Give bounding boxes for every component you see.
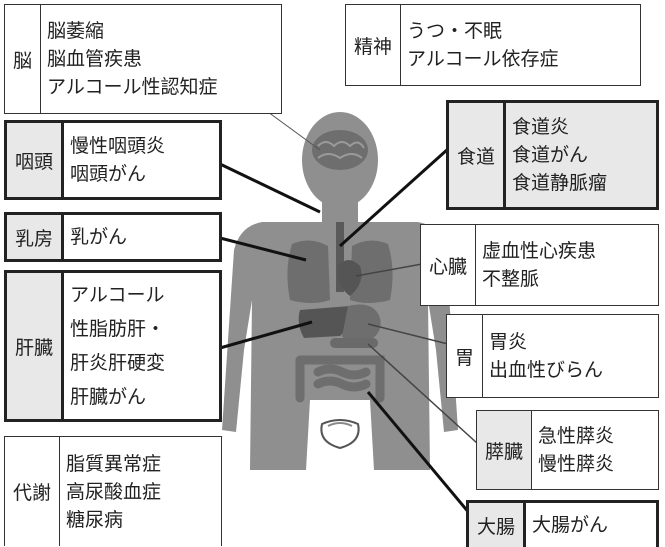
psyche-conditions: うつ・不眠 アルコール依存症 xyxy=(400,5,564,85)
esophagus-label: 食道 xyxy=(457,145,496,168)
brain-box: 脳 脳萎縮 脳血管疾患 アルコール性認知症 xyxy=(4,4,282,114)
pharynx-connector xyxy=(219,162,321,214)
condition-item: うつ・不眠 xyxy=(407,20,503,42)
colon-label: 大腸 xyxy=(477,515,516,538)
pharynx-conditions: 慢性咽頭炎 咽頭がん xyxy=(61,123,171,197)
condition-item: 咽頭がん xyxy=(70,163,147,185)
colon-connector xyxy=(366,391,472,515)
liver-conditions: アルコール 性脂肪肝・ 肝炎肝硬変 肝臓がん xyxy=(61,273,171,419)
right-lung xyxy=(350,240,393,303)
colon-conditions: 大腸がん xyxy=(523,503,656,547)
breast-label: 乳房 xyxy=(7,215,62,259)
condition-item: 虚血性心疾患 xyxy=(482,240,597,262)
pharynx-box: 咽頭 慢性咽頭炎 咽頭がん xyxy=(4,120,222,200)
condition-item: 脳血管疾患 xyxy=(47,48,143,70)
condition-item: 肝炎肝硬変 xyxy=(70,352,166,374)
condition-item: 急性膵炎 xyxy=(538,425,615,447)
brain-connector xyxy=(267,111,321,151)
metabolism-conditions: 脂質異常症 高尿酸血症 糖尿病 xyxy=(59,437,167,546)
brain-organ xyxy=(312,130,368,170)
liver-organ xyxy=(298,306,352,338)
condition-item: 脳萎縮 xyxy=(47,20,105,42)
esophagus-organ xyxy=(336,222,344,292)
colon-box: 大腸 大腸がん xyxy=(466,500,659,547)
condition-item: 出血性びらん xyxy=(489,359,604,381)
condition-item: 大腸がん xyxy=(532,514,609,536)
stomach-organ xyxy=(342,304,381,345)
condition-item: 胃炎 xyxy=(489,331,528,353)
metabolism-box: 代謝 脂質異常症 高尿酸血症 糖尿病 xyxy=(4,436,222,546)
liver-label: 肝臓 xyxy=(7,273,62,419)
condition-item: 慢性膵炎 xyxy=(538,453,615,475)
esophagus-connector xyxy=(338,138,460,248)
metabolism-label: 代謝 xyxy=(13,482,52,504)
heart-box: 心臓 虚血性心疾患 不整脈 xyxy=(420,224,659,306)
esophagus-box: 食道 食道炎 食道がん 食道静脈瘤 xyxy=(446,100,659,210)
condition-item: アルコール性認知症 xyxy=(47,76,218,98)
pancreas-organ xyxy=(330,338,378,348)
condition-item: 性脂肪肝・ xyxy=(70,318,166,340)
bladder-organ xyxy=(320,419,360,450)
breast-box: 乳房 乳がん xyxy=(4,212,222,262)
pancreas-box: 膵臓 急性膵炎 慢性膵炎 xyxy=(476,410,659,490)
stomach-conditions: 胃炎 出血性びらん xyxy=(482,315,609,397)
heart-organ xyxy=(337,260,362,296)
heart-conditions: 虚血性心疾患 不整脈 xyxy=(475,225,602,305)
condition-item: 脂質異常症 xyxy=(66,452,162,475)
pharynx-label: 咽頭 xyxy=(7,123,62,197)
stomach-box: 胃 胃炎 出血性びらん xyxy=(446,314,659,398)
condition-item: 肝臓がん xyxy=(70,386,147,408)
stomach-connector xyxy=(367,323,449,345)
condition-item: アルコール xyxy=(70,284,165,306)
psyche-box: 精神 うつ・不眠 アルコール依存症 xyxy=(345,4,641,86)
liver-box: 肝臓 アルコール 性脂肪肝・ 肝炎肝硬変 肝臓がん xyxy=(4,270,222,422)
condition-item: 慢性咽頭炎 xyxy=(70,135,166,157)
liver-connector xyxy=(219,320,313,350)
left-lung xyxy=(287,240,330,303)
breast-conditions: 乳がん xyxy=(61,215,133,259)
condition-item: 乳がん xyxy=(70,226,128,248)
psyche-label: 精神 xyxy=(354,35,393,58)
intestines-organ xyxy=(295,355,385,403)
heart-connector xyxy=(355,263,423,277)
heart-label: 心臓 xyxy=(429,255,468,278)
condition-item: 不整脈 xyxy=(482,268,540,290)
esophagus-conditions: 食道炎 食道がん 食道静脈瘤 xyxy=(503,103,613,207)
condition-item: 糖尿病 xyxy=(66,508,124,531)
pancreas-label: 膵臓 xyxy=(477,411,532,489)
brain-label: 脳 xyxy=(13,49,33,72)
pancreas-connector xyxy=(367,343,479,445)
breast-connector xyxy=(219,236,307,262)
pancreas-conditions: 急性膵炎 慢性膵炎 xyxy=(531,411,620,489)
condition-item: 食道炎 xyxy=(512,116,570,138)
condition-item: アルコール依存症 xyxy=(407,48,559,70)
condition-item: 高尿酸血症 xyxy=(66,480,162,503)
stomach-label: 胃 xyxy=(455,346,475,369)
brain-conditions: 脳萎縮 脳血管疾患 アルコール性認知症 xyxy=(40,5,223,113)
condition-item: 食道静脈瘤 xyxy=(512,172,608,194)
condition-item: 食道がん xyxy=(512,144,589,166)
